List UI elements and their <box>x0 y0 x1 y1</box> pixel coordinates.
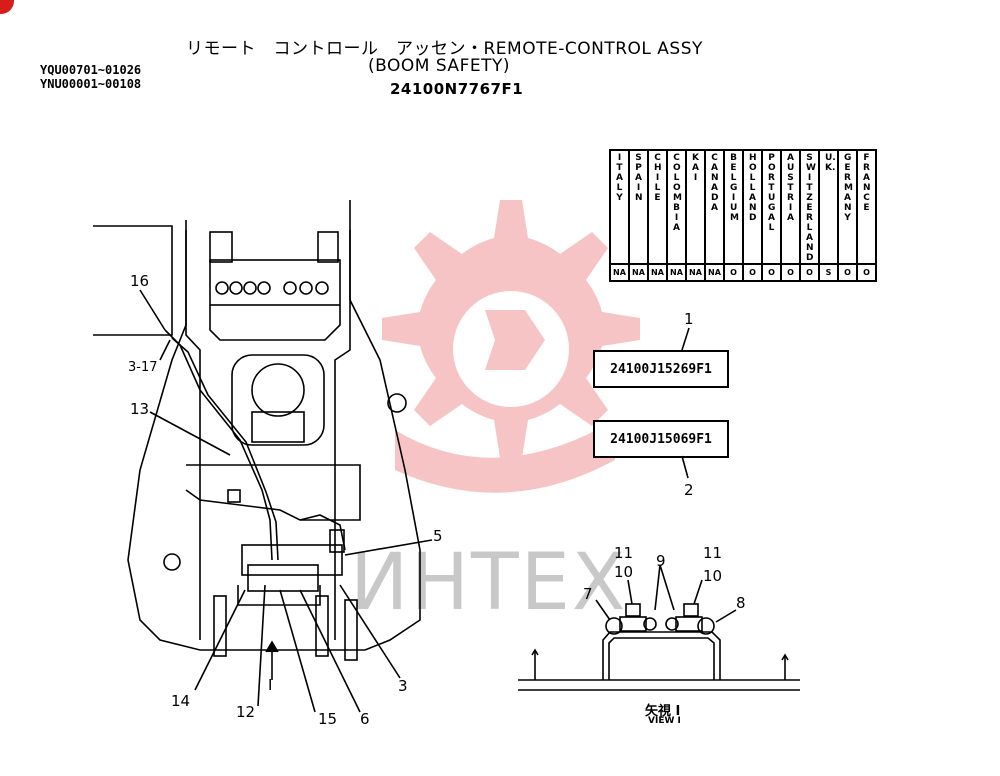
watermark-text: ИНТЕХ <box>350 538 628 628</box>
frame-left-rail <box>185 230 201 640</box>
country-code-cell: NA <box>628 263 649 282</box>
country-name-cell: COLOMBIA <box>666 149 687 265</box>
frame-right-rail <box>334 230 351 640</box>
bolt-hole-left <box>163 553 181 571</box>
callout-15: 15 <box>318 710 338 728</box>
country-name-cell: SWITZERLAND <box>799 149 820 265</box>
view-callout-7: 7 <box>583 585 593 603</box>
view-label-en: VIEW I <box>648 716 681 726</box>
swivel-joint <box>251 363 305 417</box>
assembly-part-number: 24100N7767F1 <box>390 80 524 98</box>
upper-block <box>209 259 341 306</box>
country-code-cell: O <box>799 263 820 282</box>
country-code-cell: NA <box>704 263 725 282</box>
callout-6: 6 <box>360 710 370 728</box>
title-line-1: リモート コントロール アッセン・REMOTE-CONTROL ASSY <box>186 39 703 59</box>
lower-valve-bracket <box>241 544 343 576</box>
part-number-box-1: 24100J15269F1 <box>593 350 732 391</box>
lower-plate <box>237 585 321 606</box>
country-name-cell: ITALY <box>609 149 630 265</box>
country-code-cell: NA <box>666 263 687 282</box>
lower-leg-left <box>213 595 227 657</box>
country-code-cell: O <box>780 263 801 282</box>
leader-part-1 <box>681 327 690 351</box>
country-name-cell: PORTUGAL <box>761 149 782 265</box>
part-callout-1: 1 <box>684 310 694 328</box>
lower-valve-block <box>247 564 319 592</box>
country-code-cell: O <box>723 263 744 282</box>
view-callout-11-right: 11 <box>703 544 723 562</box>
country-name-cell: CHILE <box>647 149 668 265</box>
view-label-jp: 矢視 I <box>645 704 681 719</box>
country-name-cell: U.K. <box>818 149 839 265</box>
country-code-cell: NA <box>647 263 668 282</box>
hose-5 <box>299 514 346 551</box>
lower-leg-right <box>315 595 329 657</box>
country-name-cell: SPAIN <box>628 149 649 265</box>
serial-range-2: YNU00001~00108 <box>40 77 142 91</box>
part-callout-2: 2 <box>684 481 694 499</box>
country-name-cell: CANADA <box>704 149 725 265</box>
upper-fittings <box>215 281 329 295</box>
lower-leg-far-right <box>344 599 358 661</box>
callout-16: 16 <box>130 272 150 290</box>
callout-3: 3 <box>398 677 408 695</box>
right-bracket <box>317 231 339 263</box>
title-line-2: (BOOM SAFETY) <box>368 56 510 76</box>
bolt-hole-right <box>387 393 407 413</box>
swivel-housing <box>231 354 325 446</box>
country-code-cell: NA <box>609 263 630 282</box>
view-callout-9: 9 <box>656 552 666 570</box>
upper-cover <box>209 305 341 341</box>
callout-14: 14 <box>171 692 191 710</box>
view-callout-8: 8 <box>736 594 746 612</box>
view-callout-10-left: 10 <box>614 563 634 581</box>
fitting-5 <box>329 529 345 553</box>
mid-plate <box>227 489 241 503</box>
view-callout-11-left: 11 <box>614 544 634 562</box>
view-i-detail <box>518 564 800 691</box>
country-code-cell: NA <box>685 263 706 282</box>
country-code-cell: O <box>856 263 877 282</box>
country-name-cell: GERMANY <box>837 149 858 265</box>
left-bracket <box>209 231 233 263</box>
country-name-cell: HOLLAND <box>742 149 763 265</box>
watermark-gear-logo <box>382 200 640 493</box>
view-arrow-head <box>265 640 279 653</box>
view-arrow-label: I <box>268 676 273 694</box>
country-code-cell: O <box>761 263 782 282</box>
view-callout-10-right: 10 <box>703 567 723 585</box>
country-name-cell: FRANCE <box>856 149 877 265</box>
country-name-cell: KAI <box>685 149 706 265</box>
callout-3-17: 3-17 <box>128 360 158 375</box>
country-name-cell: AUSTRIA <box>780 149 801 265</box>
callout-13: 13 <box>130 400 150 418</box>
leader-part-2 <box>681 455 689 479</box>
country-name-cell: BELGIUM <box>723 149 744 265</box>
cab-outline <box>93 225 173 336</box>
country-code-cell: S <box>818 263 839 282</box>
country-code-cell: O <box>742 263 763 282</box>
callout-12: 12 <box>236 703 256 721</box>
callout-5: 5 <box>433 527 443 545</box>
valve-block-upper <box>251 411 305 443</box>
country-code-cell: O <box>837 263 858 282</box>
serial-range-1: YQU00701~01026 <box>40 63 142 77</box>
